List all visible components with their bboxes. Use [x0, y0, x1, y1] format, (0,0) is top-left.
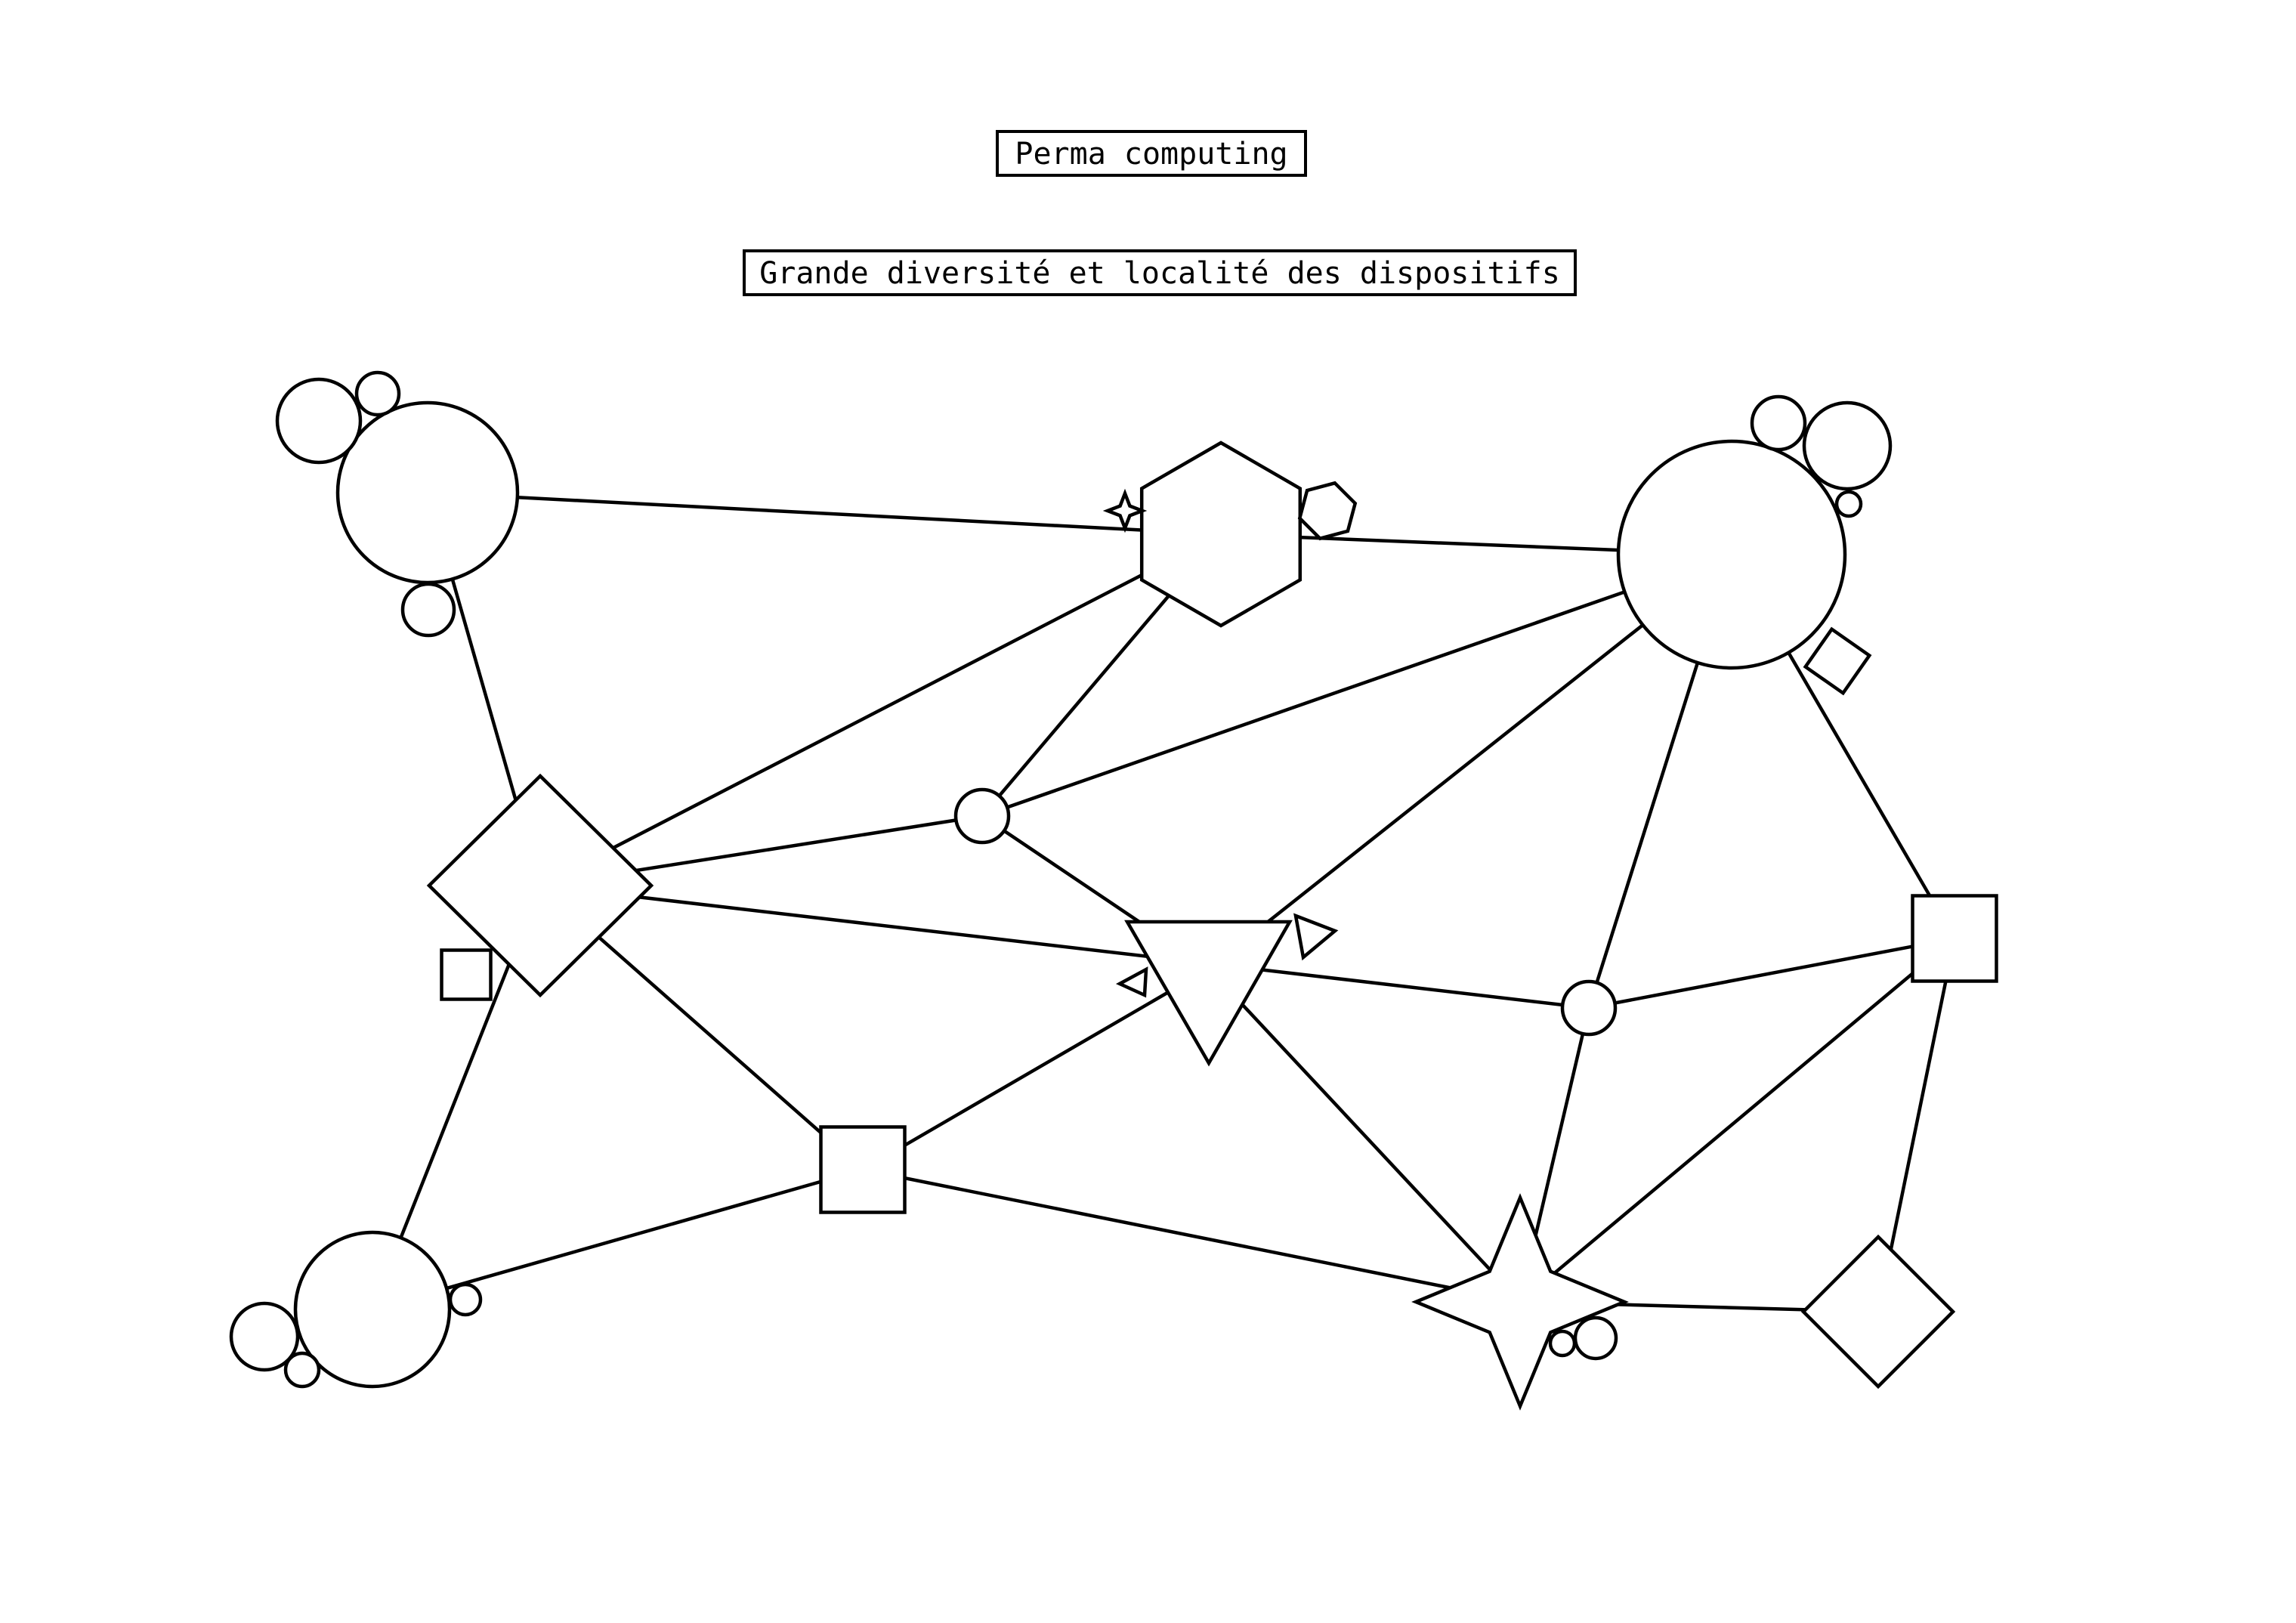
satellite-circle-tr-sat-medium	[1802, 400, 1893, 491]
page-subtitle: Grande diversité et localité des disposi…	[759, 256, 1560, 291]
satellites-layer	[229, 370, 1893, 1389]
node-triangle-down[interactable]	[1124, 920, 1293, 1067]
nodes-layer	[293, 400, 1998, 1411]
subtitle-box-rect	[743, 249, 1577, 296]
edge-triangle-down--star-bottom	[1207, 967, 1522, 1303]
satellite-circle-tr-sat-top	[1750, 394, 1807, 452]
satellite-star-sat-medium	[1573, 1315, 1618, 1361]
edge-star-bottom--square-mid-bottom	[862, 1167, 1521, 1304]
node-diamond-bottom-right[interactable]	[1800, 1234, 1956, 1390]
page-title: Perma computing	[1015, 137, 1287, 172]
satellite-star-sat-small	[1548, 1329, 1577, 1358]
edge-square-right--star-bottom	[1519, 937, 1956, 1303]
node-circle-top-left[interactable]	[335, 400, 520, 585]
edge-circle-mid-small--circle-top-right	[981, 552, 1732, 818]
node-square-right[interactable]	[1911, 894, 1998, 983]
title-box: Perma computing	[996, 130, 1307, 177]
satellite-circle-bl-sat-right	[448, 1282, 483, 1317]
satellite-triangle-sat-left	[1115, 966, 1148, 998]
node-star-bottom[interactable]	[1411, 1193, 1629, 1411]
satellite-circle-tr-sat-tiny	[1834, 490, 1863, 518]
satellite-circle-tr-sat-square	[1803, 626, 1872, 696]
edge-square-mid-bottom--triangle-down	[861, 967, 1210, 1171]
subtitle-box: Grande diversité et localité des disposi…	[743, 249, 1577, 296]
edge-circle-mid-right--square-right	[1588, 936, 1955, 1010]
node-circle-mid-small[interactable]	[953, 787, 1011, 845]
satellite-circle-tl-sat-bottom	[400, 582, 456, 638]
edge-diamond-left--circle-mid-right	[539, 883, 1590, 1010]
title-box-rect	[996, 130, 1307, 177]
satellite-hexagon-sat-sparkle	[1102, 488, 1148, 533]
satellite-triangle-sat-right	[1293, 913, 1339, 961]
satellite-circle-bl-sat-medium	[229, 1301, 300, 1372]
satellite-circle-bl-sat-small	[283, 1351, 321, 1389]
node-circle-top-right[interactable]	[1616, 439, 1847, 670]
satellite-circle-tl-sat-top	[354, 370, 401, 417]
node-hexagon-top[interactable]	[1139, 441, 1303, 628]
node-diamond-left[interactable]	[426, 773, 654, 998]
node-circle-mid-right[interactable]	[1560, 979, 1618, 1037]
edge-square-mid-bottom--circle-bottom-left	[372, 1167, 864, 1312]
edge-circle-top-left--hexagon-top	[427, 490, 1222, 536]
edge-hexagon-top--diamond-left	[539, 533, 1222, 887]
satellite-hexagon-sat-hexagon	[1297, 481, 1358, 541]
satellite-diamond-left-sat-square	[440, 948, 493, 1001]
node-square-mid-bottom[interactable]	[819, 1125, 907, 1214]
node-circle-bottom-left[interactable]	[293, 1230, 452, 1389]
satellite-circle-tl-sat-medium	[275, 377, 363, 465]
